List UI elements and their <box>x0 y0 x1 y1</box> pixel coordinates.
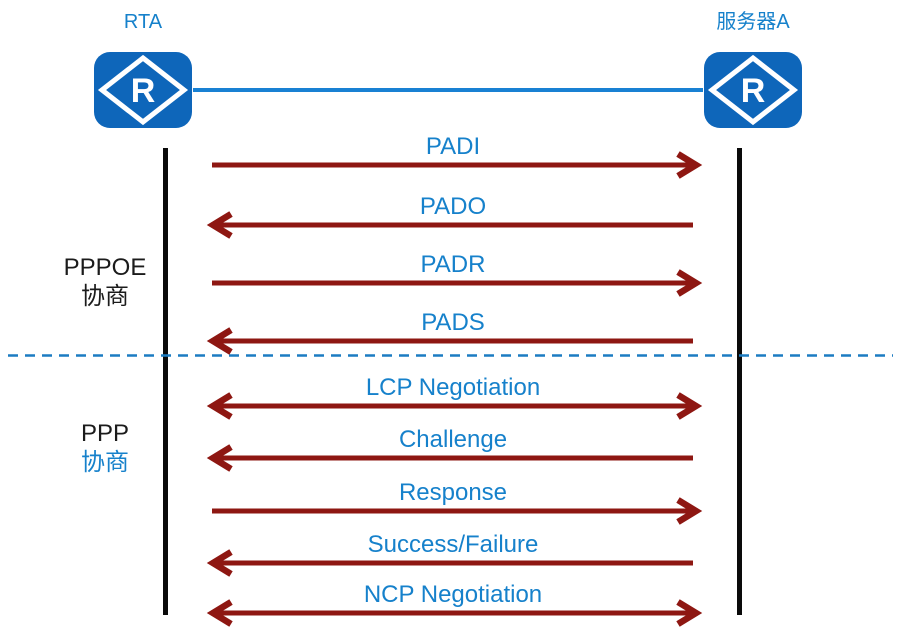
router-diamond <box>97 54 189 126</box>
arrowhead-left <box>206 444 233 472</box>
section-line2: 协商 <box>81 283 129 310</box>
section-label-pppoe: PPPOE 协商 <box>40 253 170 311</box>
arrowhead-left <box>206 327 233 355</box>
message-label: Success/Failure <box>367 531 539 558</box>
message-label: PADI <box>425 133 481 160</box>
arrowhead-right <box>676 599 703 627</box>
actor-label-server-a: 服务器A <box>716 11 790 33</box>
message-label: PADR <box>420 251 486 278</box>
arrowhead-left <box>206 599 233 627</box>
arrowhead-right <box>676 151 703 179</box>
section-line1: PPP <box>80 420 130 447</box>
router-icon: R <box>704 52 802 128</box>
section-line2: 协商 <box>81 449 129 476</box>
lifeline-rta <box>163 148 168 615</box>
message-label: NCP Negotiation <box>363 581 543 608</box>
section-label-ppp: PPP 协商 <box>40 419 170 477</box>
message-label: Challenge <box>398 426 508 453</box>
router-letter: R <box>131 72 156 110</box>
arrowhead-right <box>676 392 703 420</box>
arrowhead-left <box>206 549 233 577</box>
arrowhead-right <box>676 269 703 297</box>
message-label: Response <box>398 479 508 506</box>
router-letter: R <box>741 72 766 110</box>
arrowhead-left <box>206 211 233 239</box>
message-label: PADS <box>421 309 485 336</box>
lifeline-server-a <box>737 148 742 615</box>
router-body <box>94 52 192 128</box>
arrowhead-right <box>676 497 703 525</box>
arrowhead-left <box>206 392 233 420</box>
router-body <box>704 52 802 128</box>
link-line <box>193 88 703 92</box>
message-label: LCP Negotiation <box>365 374 541 401</box>
router-icon: R <box>94 52 192 128</box>
router-diamond <box>707 54 799 126</box>
actor-label-rta: RTA <box>123 11 163 33</box>
message-label: PADO <box>419 193 487 220</box>
section-line1: PPPOE <box>63 254 147 281</box>
